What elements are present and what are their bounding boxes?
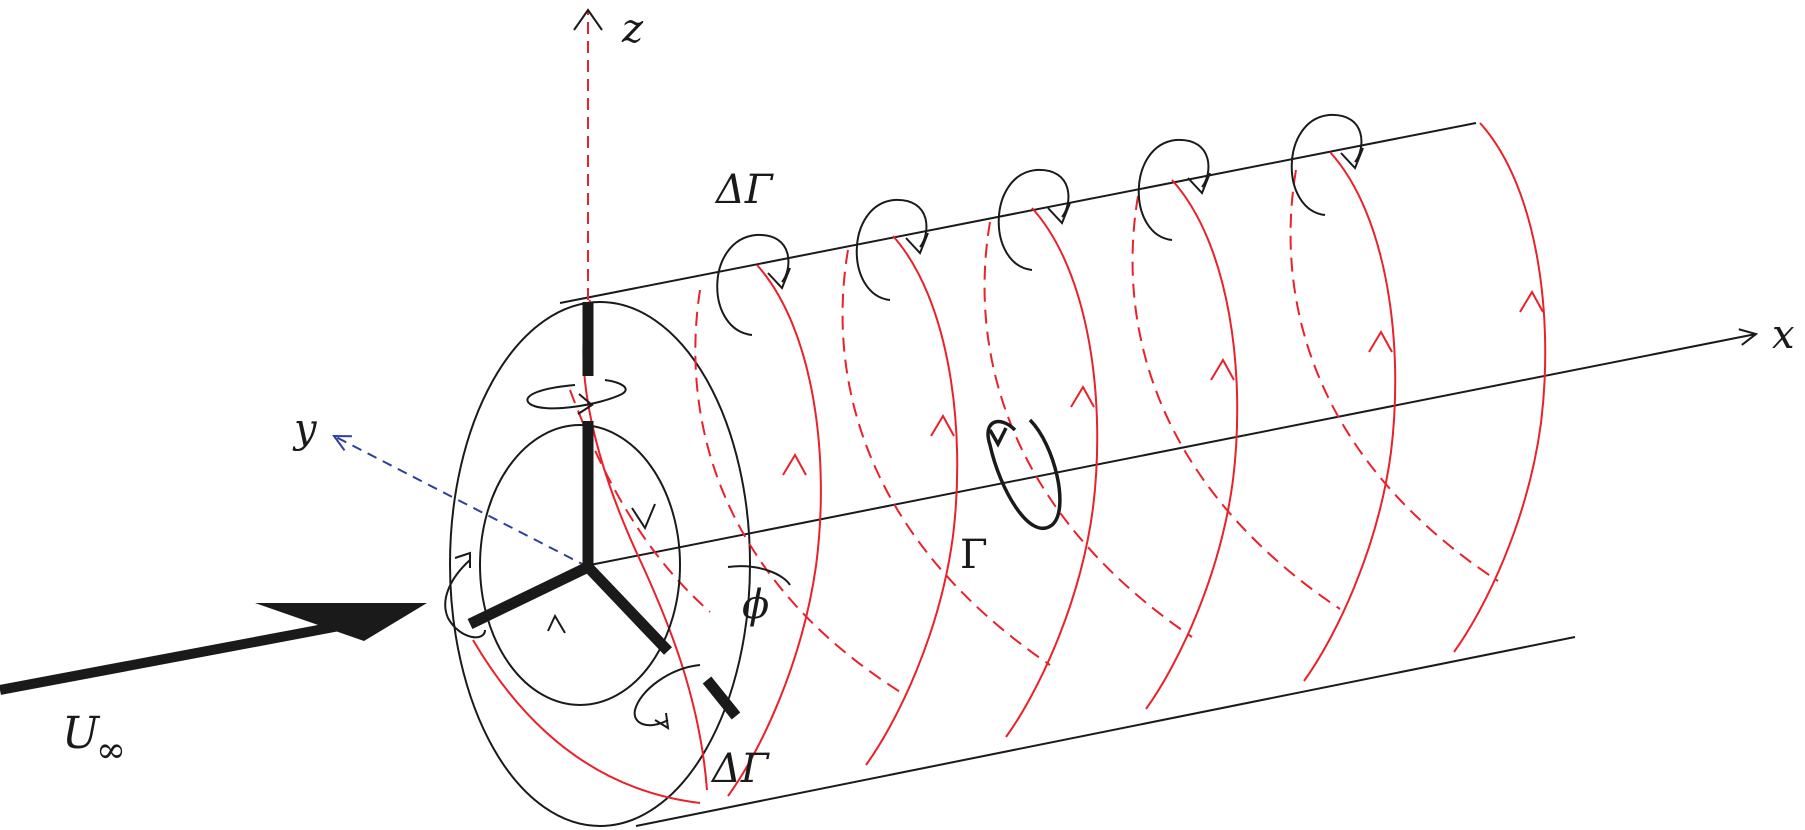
root-vortex-loop [986, 418, 1062, 530]
helix-direction-arrows [782, 289, 1544, 476]
helix-front-arc-5 [1303, 151, 1397, 682]
hub-arrow-1 [631, 503, 656, 531]
freestream-label: U [62, 708, 101, 759]
helical-tip-vortex [472, 122, 1547, 804]
shed-vortex-rings [716, 113, 1364, 336]
shed-ring-2 [855, 198, 929, 301]
helix-front-arc-1 [727, 264, 822, 797]
blade-loop-left [444, 559, 486, 639]
z-axis-arrowhead [573, 8, 603, 31]
hub-circulation-circle [479, 424, 681, 706]
hub-arrow-2 [547, 613, 566, 634]
helix-hidden-arc-3 [983, 221, 1193, 638]
helix-hidden-arc-6 [569, 389, 711, 613]
bound-vortex-loops [444, 379, 701, 730]
y-axis [334, 436, 589, 568]
x-axis [589, 334, 1756, 566]
wake-cylinder [449, 122, 1576, 827]
z-axis-label: z [621, 6, 644, 52]
blade-right [584, 563, 672, 655]
shed-circulation-label-top: ΔΓ [714, 167, 774, 213]
axes [334, 8, 1756, 568]
shed-ring-1 [716, 233, 791, 336]
y-axis-label: y [292, 406, 318, 452]
helix-hidden-arcs [569, 169, 1499, 696]
helix-front-arc-3 [1005, 207, 1099, 738]
helix-hidden-arc-5 [1289, 169, 1499, 582]
blade-tip-right [702, 676, 741, 720]
azimuth-angle-label: ϕ [742, 582, 769, 628]
azimuth-angle-arc [727, 565, 791, 586]
blade-loop-right [633, 664, 701, 727]
shed-ring-4 [1137, 138, 1211, 241]
freestream-arrowhead [255, 603, 427, 641]
helix-hidden-arc-1 [694, 289, 906, 696]
bound-circulation-label: Γ [960, 532, 988, 578]
shed-ring-3 [997, 168, 1071, 271]
cylinder-bottom-edge [635, 636, 1576, 827]
x-axis-label: x [1772, 312, 1795, 358]
helix-front-arc-6 [1453, 122, 1547, 653]
helix-hidden-arc-4 [1131, 195, 1341, 610]
helix-inner-lower-arc [472, 639, 701, 804]
shed-circulation-label-bottom: ΔΓ [710, 746, 770, 792]
helix-front-arc-2 [865, 235, 959, 766]
freestream-subscript: ∞ [96, 730, 126, 771]
helix-front-arc-4 [1145, 179, 1239, 710]
freestream-arrow [0, 603, 427, 695]
cylinder-outer-ring [449, 301, 751, 827]
cylinder-top-edge [559, 122, 1477, 304]
blade-left [467, 562, 591, 629]
helix-hidden-arc-2 [841, 249, 1051, 666]
shed-ring-5 [1290, 113, 1364, 216]
rotor-blades [467, 302, 741, 720]
blade-loop-top [526, 379, 627, 410]
